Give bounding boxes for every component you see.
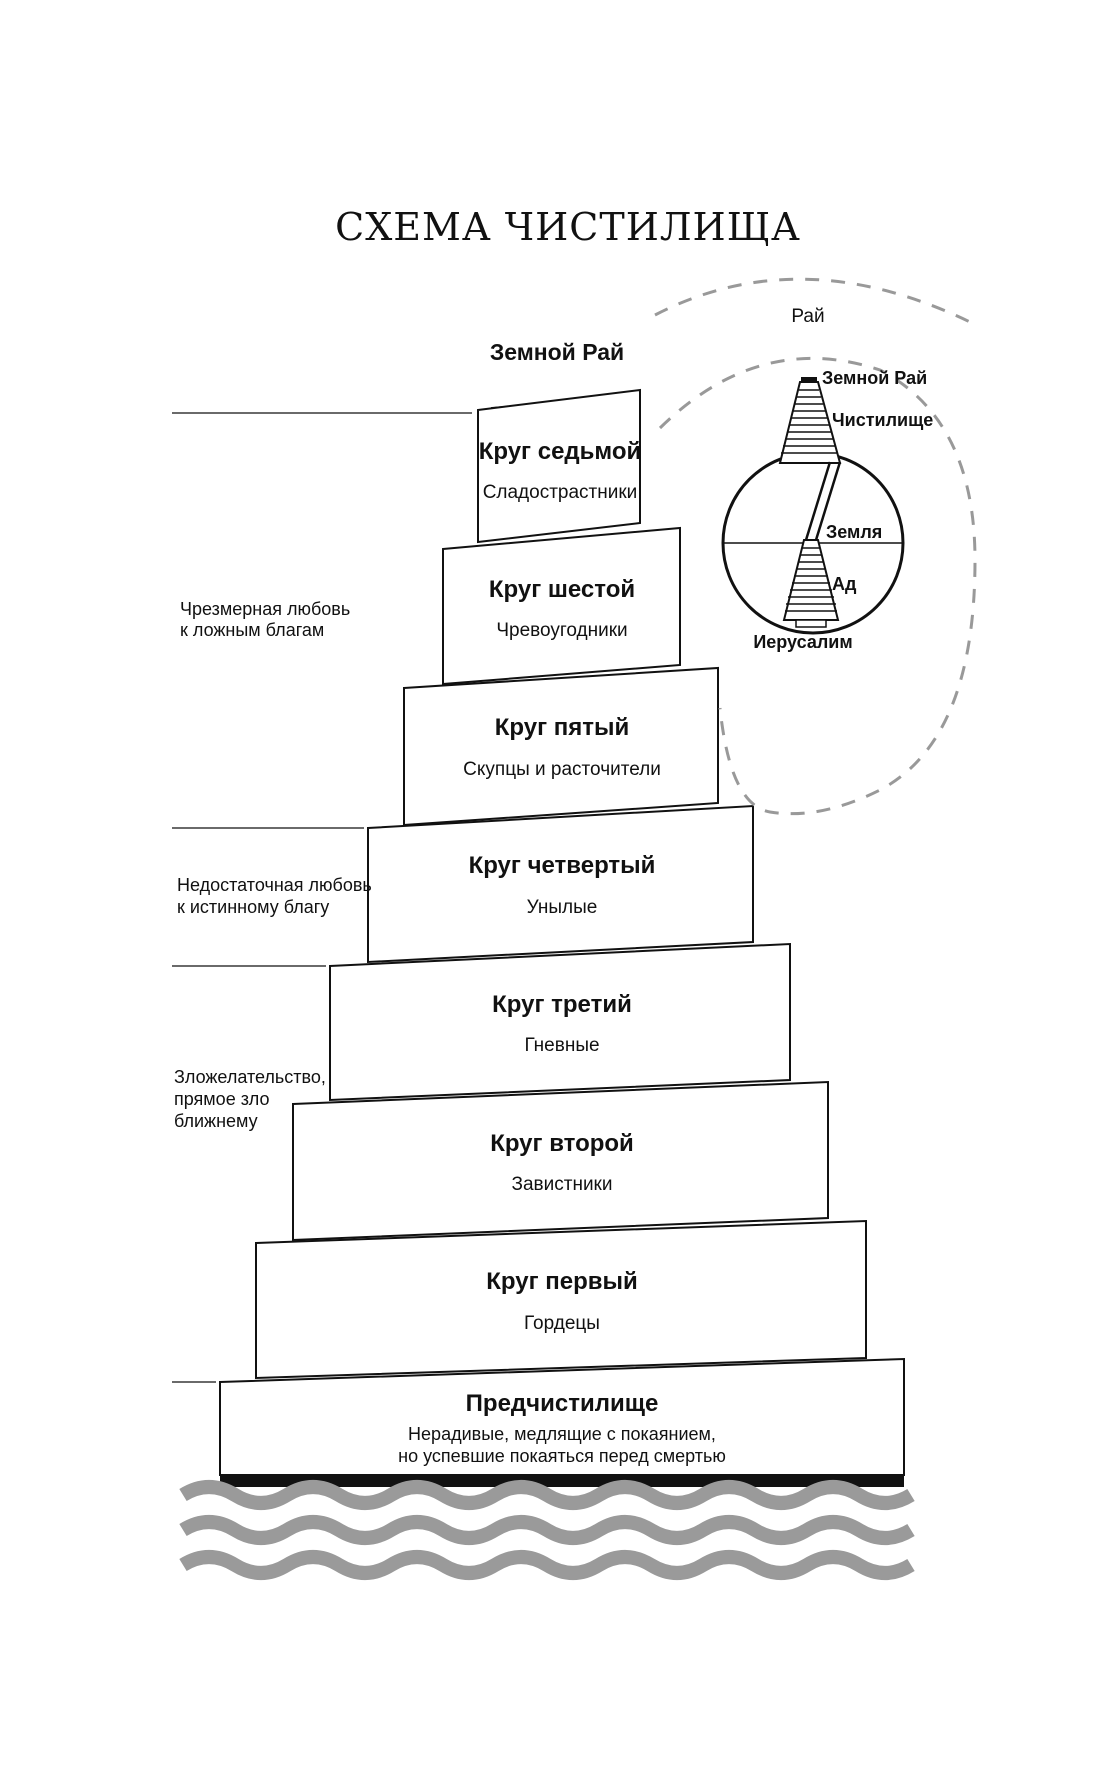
terrace-2: Круг второй Завистники — [292, 1080, 829, 1242]
terrace-5-sinners: Скупцы и расточители — [463, 759, 661, 780]
cosmos-paradise-label: Рай — [791, 306, 824, 327]
wave-3 — [179, 1550, 915, 1580]
group-malice-line3: ближнему — [174, 1111, 258, 1131]
ante-purgatory: Предчистилище Нерадивые, медлящие с пока… — [219, 1357, 905, 1476]
diagram-title: СХЕМА ЧИСТИЛИЩА — [335, 205, 801, 249]
terrace-3-block — [329, 942, 791, 1102]
terrace-7-block — [477, 388, 641, 544]
group-excessive-line2: к ложным благам — [180, 620, 324, 640]
terrace-5: Круг пятый Скупцы и расточители — [403, 666, 719, 827]
cosmos-globe — [721, 377, 905, 635]
terrace-2-name: Круг второй — [490, 1130, 634, 1157]
terrace-6-sinners: Чревоугодники — [496, 620, 627, 641]
group-excessive-line1: Чрезмерная любовь — [180, 599, 350, 619]
summit-label: Земной Рай — [490, 339, 624, 365]
terrace-3-sinners: Гневные — [524, 1035, 599, 1056]
group-malice-line1: Зложелательство, — [174, 1067, 326, 1087]
terrace-1-name: Круг первый — [486, 1268, 638, 1295]
sea-waves — [179, 1480, 915, 1580]
earth-passage-a — [804, 461, 832, 541]
earth-passage-b — [814, 461, 842, 541]
cosmos-purgatory-label: Чистилище — [832, 410, 933, 430]
terrace-1: Круг первый Гордецы — [255, 1219, 867, 1380]
ante-purgatory-name: Предчистилище — [466, 1390, 659, 1417]
terrace-2-sinners: Завистники — [512, 1174, 613, 1195]
terrace-1-sinners: Гордецы — [524, 1313, 600, 1334]
ante-purgatory-line2: но успевшие покаяться перед смертью — [398, 1446, 726, 1466]
terrace-2-block — [292, 1080, 829, 1242]
terrace-3: Круг третий Гневные — [329, 942, 791, 1102]
terrace-1-block — [255, 1219, 867, 1380]
ante-purgatory-line1: Нерадивые, медлящие с покаянием, — [408, 1424, 716, 1444]
terrace-4: Круг четвертый Унылые — [367, 804, 754, 964]
heaven-arc-outer — [654, 277, 971, 324]
terrace-5-name: Круг пятый — [495, 714, 630, 741]
group-deficient-line1: Недостаточная любовь — [177, 875, 372, 895]
cosmos-earthly-paradise-label: Земной Рай — [822, 368, 927, 388]
terrace-4-block — [367, 804, 754, 964]
group-malice: Зложелательство, прямое зло ближнему — [174, 1067, 326, 1131]
purgatory-mountain — [778, 377, 842, 464]
group-malice-line2: прямое зло — [174, 1089, 269, 1109]
terrace-3-name: Круг третий — [492, 991, 632, 1018]
wave-2 — [179, 1515, 915, 1545]
terrace-4-name: Круг четвертый — [469, 852, 656, 879]
heaven-arc-inner — [658, 356, 977, 816]
terrace-4-sinners: Унылые — [527, 897, 598, 918]
group-deficient-line2: к истинному благу — [177, 897, 329, 917]
group-deficient-love: Недостаточная любовь к истинному благу — [177, 875, 372, 917]
cosmos-earth-label: Земля — [826, 522, 882, 542]
cosmos-jerusalem-label: Иерусалим — [753, 632, 852, 652]
terrace-6-name: Круг шестой — [489, 576, 635, 603]
terrace-5-block — [403, 666, 719, 827]
terrace-7-sinners: Сладострастники — [483, 482, 638, 503]
terrace-6: Круг шестой Чревоугодники — [442, 526, 681, 686]
wave-1 — [179, 1480, 915, 1510]
group-excessive-love: Чрезмерная любовь к ложным благам — [180, 599, 350, 640]
terrace-6-block — [442, 526, 681, 686]
hell-funnel — [782, 539, 840, 628]
terrace-7: Круг седьмой Сладострастники — [477, 388, 642, 544]
terrace-7-name: Круг седьмой — [479, 438, 642, 465]
cosmos-hell-label: Ад — [832, 574, 857, 594]
